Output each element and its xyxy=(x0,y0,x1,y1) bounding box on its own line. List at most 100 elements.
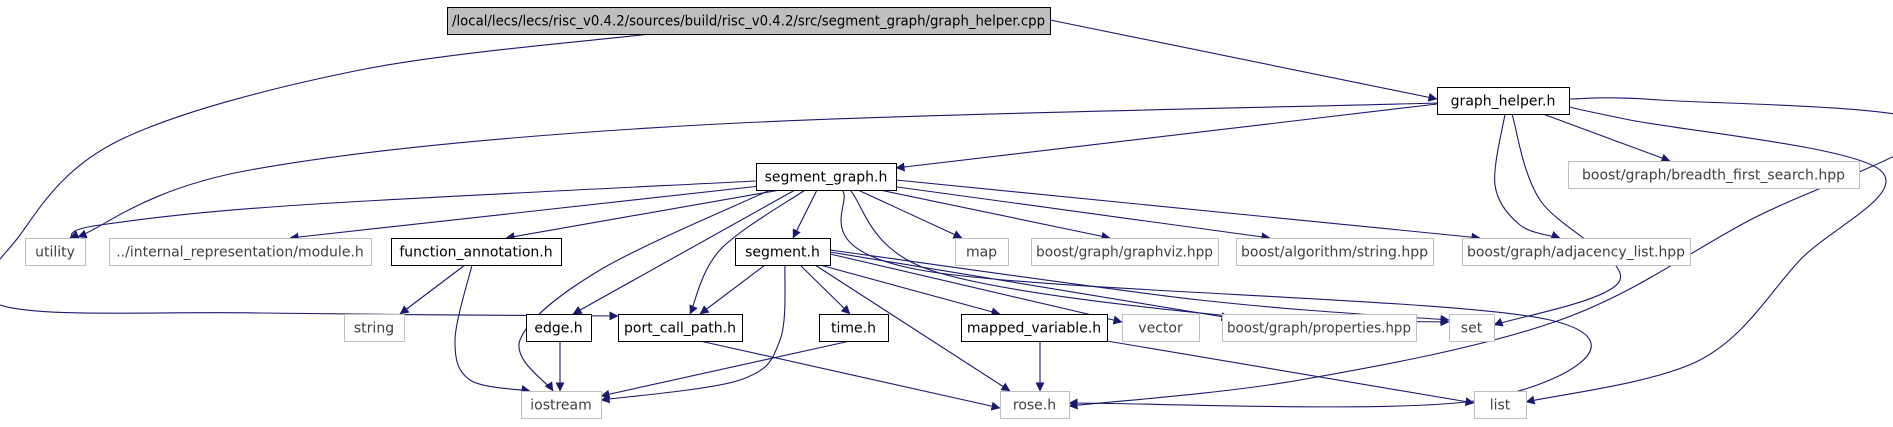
node-box xyxy=(1122,314,1200,342)
node-label: function_annotation.h xyxy=(399,245,552,261)
edge-segment-graph-h-to-map xyxy=(857,189,963,239)
edge-root-to-port-call-path-h xyxy=(0,33,651,321)
node-iostream: iostream xyxy=(521,391,602,419)
node-label: /local/lecs/lecs/risc_v0.4.2/sources/bui… xyxy=(452,14,1045,30)
node-box xyxy=(955,238,1009,266)
edge-graph-helper-h-to-adjacency-list-hpp xyxy=(1494,113,1561,240)
node-root[interactable]: /local/lecs/lecs/risc_v0.4.2/sources/bui… xyxy=(447,7,1051,35)
node-segment-graph-h[interactable]: segment_graph.h xyxy=(756,163,897,191)
node-vector: vector xyxy=(1122,314,1200,342)
node-label: mapped_variable.h xyxy=(967,321,1101,337)
node-box xyxy=(1236,238,1434,266)
edge-function-annotation-h-to-iostream xyxy=(454,264,531,394)
edge-graph-helper-h-to-set xyxy=(1493,113,1621,327)
node-box xyxy=(735,238,831,266)
edge-segment-graph-h-to-graphviz-hpp xyxy=(879,189,1111,241)
node-graph-helper-h[interactable]: graph_helper.h xyxy=(1437,87,1570,115)
node-segment-h[interactable]: segment.h xyxy=(735,238,831,266)
node-box xyxy=(109,238,372,266)
node-label: edge.h xyxy=(534,321,582,337)
edge-function-annotation-h-to-string xyxy=(399,264,466,315)
node-box xyxy=(961,314,1108,342)
edge-graph-helper-h-to-utility xyxy=(77,102,1438,239)
edge-port-call-path-h-to-rose-h xyxy=(699,340,1001,411)
node-string-hpp: boost/algorithm/string.hpp xyxy=(1236,238,1434,266)
node-label: set xyxy=(1461,321,1483,337)
edge-segment-graph-h-to-edge-h xyxy=(572,189,796,315)
node-properties-hpp: boost/graph/properties.hpp xyxy=(1222,314,1417,342)
node-label: rose.h xyxy=(1013,398,1056,414)
node-box xyxy=(526,314,592,342)
edge-graph-helper-h-to-segment-graph-h xyxy=(895,103,1438,172)
edge-segment-graph-h-to-rose-h xyxy=(840,189,1592,408)
node-box xyxy=(25,238,86,266)
node-box xyxy=(1462,238,1691,266)
edge-segment-h-to-iostream xyxy=(600,264,786,404)
edge-segment-graph-h-to-port-call-path-h xyxy=(689,189,806,315)
nodes-layer: /local/lecs/lecs/risc_v0.4.2/sources/bui… xyxy=(25,7,1860,419)
edge-graph-helper-h-to-rose-h xyxy=(1068,97,1893,410)
edges-layer xyxy=(0,19,1893,411)
node-box xyxy=(447,7,1051,35)
node-edge-h[interactable]: edge.h xyxy=(526,314,592,342)
node-label: segment_graph.h xyxy=(765,170,888,186)
node-box xyxy=(521,391,602,419)
node-bfs-hpp: boost/graph/breadth_first_search.hpp xyxy=(1568,161,1860,189)
node-label: iostream xyxy=(530,398,592,414)
node-label: boost/graph/properties.hpp xyxy=(1227,321,1411,337)
node-label: list xyxy=(1490,398,1511,414)
node-graphviz-hpp: boost/graph/graphviz.hpp xyxy=(1031,238,1219,266)
edge-time-h-to-iostream xyxy=(600,340,851,399)
edge-mapped-variable-h-to-list xyxy=(1106,340,1475,407)
edge-segment-graph-h-to-adjacency-list-hpp xyxy=(895,179,1481,242)
edge-segment-graph-h-to-utility xyxy=(69,180,757,239)
edge-graph-helper-h-to-bfs-hpp xyxy=(1542,113,1671,163)
node-box xyxy=(756,163,897,191)
node-label: boost/graph/graphviz.hpp xyxy=(1036,245,1213,261)
node-label: segment.h xyxy=(745,245,820,261)
edge-segment-h-to-port-call-path-h xyxy=(699,264,766,315)
node-function-annotation-h[interactable]: function_annotation.h xyxy=(391,238,562,266)
node-set: set xyxy=(1449,314,1495,342)
edge-segment-graph-h-to-segment-h xyxy=(792,189,818,239)
node-box xyxy=(1474,391,1527,419)
node-mapped-variable-h[interactable]: mapped_variable.h xyxy=(961,314,1108,342)
node-label: port_call_path.h xyxy=(624,321,736,337)
node-list: list xyxy=(1474,391,1527,419)
node-utility: utility xyxy=(25,238,86,266)
node-box xyxy=(819,314,889,342)
node-box xyxy=(1000,391,1070,419)
node-label: string xyxy=(354,321,394,337)
edge-segment-h-to-time-h xyxy=(799,264,851,315)
node-box xyxy=(1031,238,1219,266)
edge-root-to-graph-helper-h xyxy=(1049,19,1438,102)
node-label: boost/graph/adjacency_list.hpp xyxy=(1467,245,1685,261)
node-box xyxy=(344,314,405,342)
node-string: string xyxy=(344,314,405,342)
node-label: map xyxy=(966,245,997,261)
edge-segment-graph-h-to-function-annotation-h xyxy=(505,189,781,241)
edge-segment-h-to-properties-hpp xyxy=(829,251,1231,322)
node-module-h: ../internal_representation/module.h xyxy=(109,238,372,266)
node-adjacency-list-hpp: boost/graph/adjacency_list.hpp xyxy=(1462,238,1691,266)
edge-graph-helper-h-to-list xyxy=(1525,106,1887,405)
node-box xyxy=(391,238,562,266)
node-label: utility xyxy=(35,245,75,261)
node-box xyxy=(1449,314,1495,342)
node-port-call-path-h[interactable]: port_call_path.h xyxy=(618,314,743,342)
edge-segment-graph-h-to-iostream xyxy=(518,189,771,392)
edge-segment-graph-h-to-module-h xyxy=(289,185,761,242)
node-rose-h: rose.h xyxy=(1000,391,1070,419)
node-time-h[interactable]: time.h xyxy=(819,314,889,342)
node-label: vector xyxy=(1138,321,1183,337)
node-box xyxy=(1222,314,1417,342)
edge-segment-h-to-rose-h xyxy=(814,264,1011,392)
node-label: graph_helper.h xyxy=(1451,94,1556,110)
edge-segment-graph-h-to-string-hpp xyxy=(889,185,1271,242)
node-map: map xyxy=(955,238,1009,266)
edge-segment-h-to-vector xyxy=(829,253,1123,325)
node-box xyxy=(1437,87,1570,115)
node-label: time.h xyxy=(831,321,876,337)
node-label: boost/graph/breadth_first_search.hpp xyxy=(1582,168,1845,184)
